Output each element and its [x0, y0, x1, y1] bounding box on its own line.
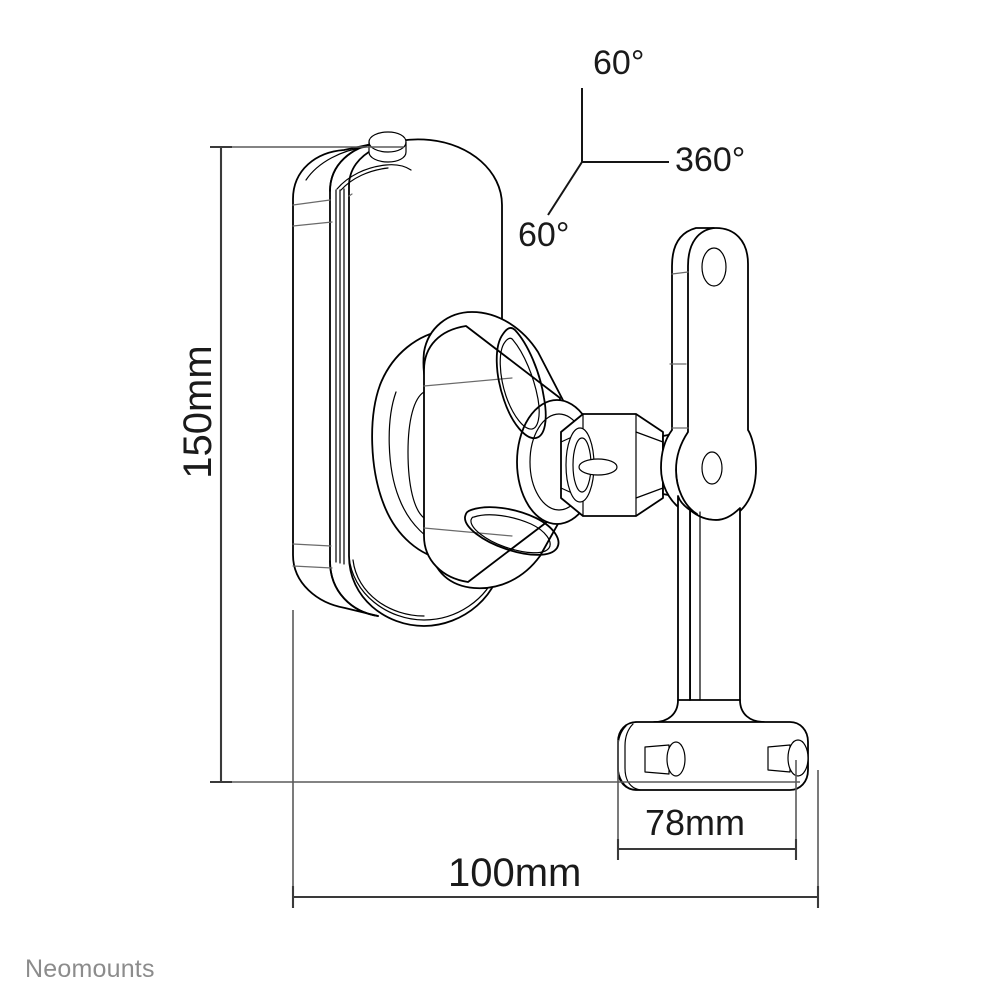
thumb-screw-left	[644, 741, 686, 777]
rotation-callout-leaders	[547, 88, 669, 216]
dimension-label-bracket-depth: 78mm	[645, 802, 746, 843]
dimension-78mm	[616, 740, 798, 860]
lower-clamp-bracket	[617, 699, 809, 791]
wall-mounting-plate	[660, 227, 757, 701]
callout-label-tilt-down: 60°	[518, 216, 570, 254]
dimension-150mm	[210, 145, 800, 784]
thumb-screw-right	[767, 739, 809, 777]
dimension-label-total-depth: 100mm	[448, 851, 582, 895]
callout-label-swivel: 360°	[675, 141, 746, 179]
dimension-label-height: 150mm	[176, 345, 220, 479]
knob-lower-slot	[464, 506, 560, 556]
brand-wordmark: Neomounts	[25, 955, 155, 983]
callout-label-tilt-up: 60°	[593, 44, 645, 82]
knob-upper-slot	[495, 327, 547, 439]
dimension-100mm	[291, 610, 820, 908]
